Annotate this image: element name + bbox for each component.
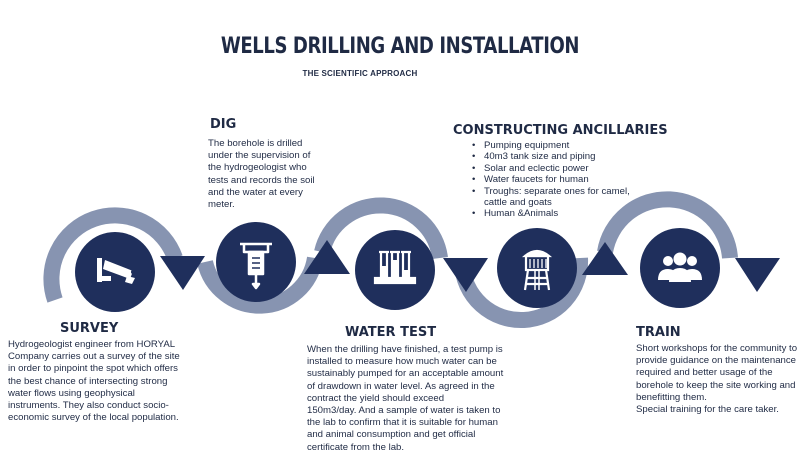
step-heading-survey: SURVEY [60,321,119,336]
step-circle-water-test [355,230,435,310]
step-heading-ancillaries: CONSTRUCTING ANCILLARIES [453,123,668,138]
step-circle-train [640,228,720,308]
arrow-up-icon [582,242,628,275]
list-item: Human &Animals [470,208,645,220]
step-heading-dig: DIG [210,117,237,132]
arrow-down-icon [735,258,780,292]
step-circle-dig [216,222,296,302]
band-segment-train [597,191,738,259]
arrow-down-icon [443,258,488,292]
step-text-survey: Hydrogeologist engineer from HORYAL Comp… [8,339,180,424]
list-item: 40m3 tank size and piping [470,151,645,163]
band-segment-ancillaries [454,257,589,329]
page-title: WELLS DRILLING AND INSTALLATION [220,34,580,59]
step-circle-ancillaries [497,228,577,308]
jackhammer-icon [240,242,272,290]
arrow-up-icon [304,240,350,274]
step-text-train: Short workshops for the community to pro… [636,343,798,416]
water-tower-icon [521,249,553,291]
step-heading-train: TRAIN [636,325,681,340]
page-subtitle: THE SCIENTIFIC APPROACH [302,69,418,78]
step-heading-water-test: WATER TEST [345,325,437,340]
band-segment-survey [43,207,183,303]
band-segment-dig [197,256,323,314]
list-item: Troughs: separate ones for camel, cattle… [470,186,645,209]
surveillance-camera-icon [97,258,135,284]
step-circle-survey [75,232,155,312]
test-tubes-icon [373,250,417,285]
list-item: Water faucets for human [470,174,645,186]
step-text-water-test: When the drilling have finished, a test … [307,344,504,453]
people-group-icon [658,252,702,282]
band-segment-water-test [314,197,448,260]
ancillaries-bullet-list: Pumping equipment 40m3 tank size and pip… [470,140,645,220]
list-item: Solar and eclectic power [470,163,645,175]
step-text-dig: The borehole is drilled under the superv… [208,138,315,211]
list-item: Pumping equipment [470,140,645,152]
arrow-down-icon [160,256,205,290]
